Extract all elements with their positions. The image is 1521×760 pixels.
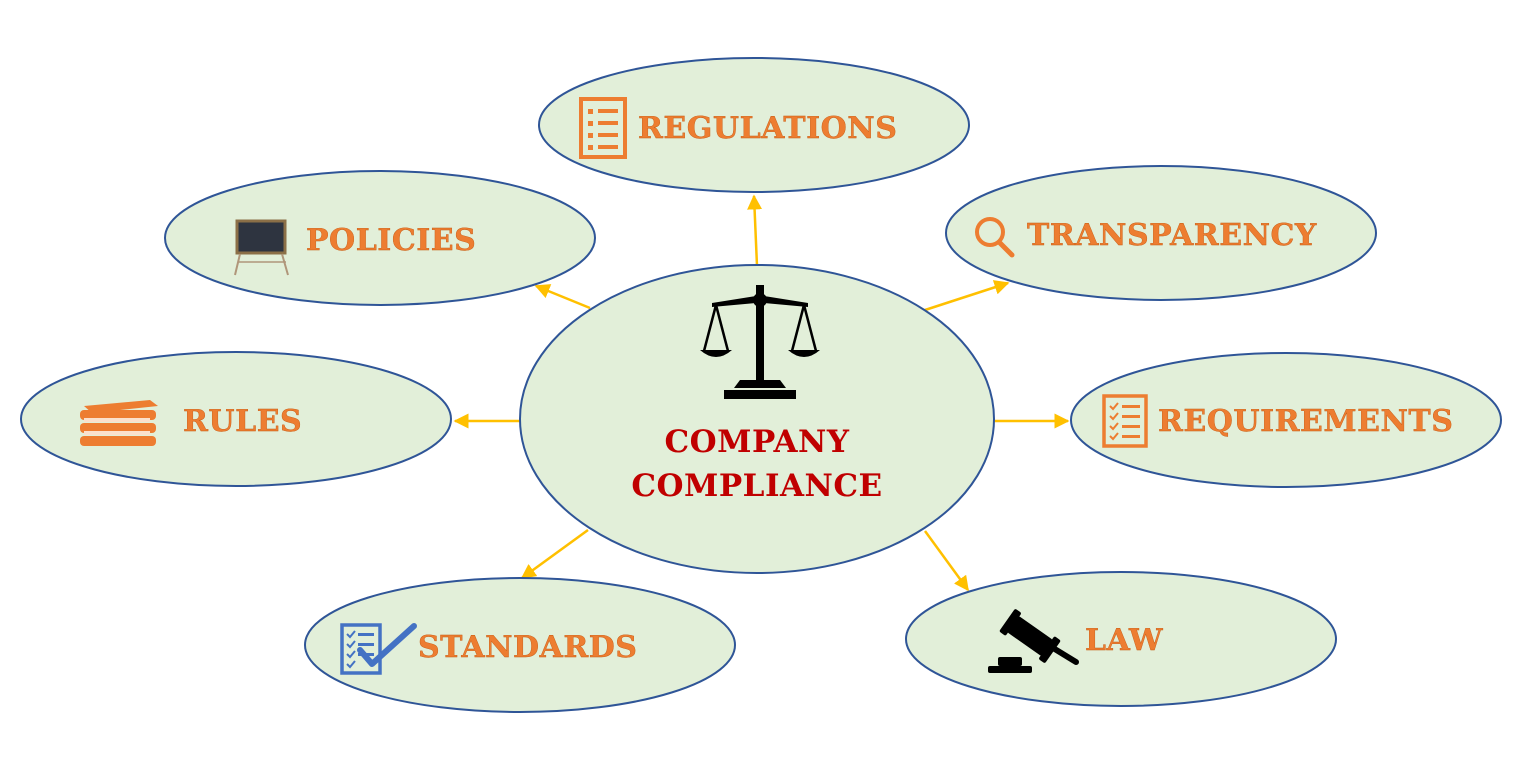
bubble-rules [20,351,452,487]
node-law: LAW [905,571,1337,707]
bubble-policies [164,170,596,306]
bubble-center [519,264,995,574]
arrow-to-transparency [924,280,1010,312]
node-standards: STANDARDS [304,577,736,713]
bubble-regulations [538,57,970,193]
node-transparency: TRANSPARENCY [945,165,1377,301]
label-law: LAW [1085,623,1164,658]
center-node: COMPANY COMPLIANCE [519,264,995,574]
checklist-checkmark-icon [340,623,417,675]
gavel-icon [988,609,1079,673]
label-regulations: REGULATIONS [638,111,897,146]
checklist-icon [579,97,627,159]
label-rules: RULES [183,404,302,439]
label-requirements: REQUIREMENTS [1158,404,1453,439]
scales-of-justice-icon [700,285,820,399]
center-title-line1: COMPANY [664,424,849,460]
checklist-icon [1102,394,1148,448]
arrow-to-standards [520,528,589,580]
node-rules: RULES [20,351,452,487]
magnifier-icon [975,217,1015,258]
arrow-to-policies [534,284,591,310]
bubble-transparency [945,165,1377,301]
label-standards: STANDARDS [418,630,637,665]
label-policies: POLICIES [306,223,476,258]
connector-arrows [453,194,1070,592]
chalkboard-icon [234,219,289,276]
bubble-standards [304,577,736,713]
arrow-to-law [923,530,970,592]
books-icon [80,400,158,446]
arrow-to-regulations [747,194,763,267]
node-requirements: REQUIREMENTS [1070,352,1502,488]
node-regulations: REGULATIONS [538,57,970,193]
bubble-requirements [1070,352,1502,488]
node-policies: POLICIES [164,170,596,306]
label-transparency: TRANSPARENCY [1027,218,1317,253]
center-title-line2: COMPLIANCE [631,468,882,504]
